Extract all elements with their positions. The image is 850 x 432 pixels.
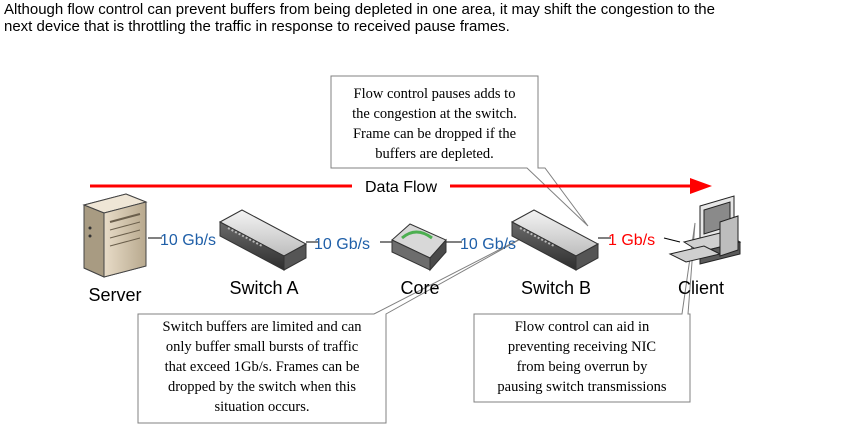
switch-a-icon [218,209,308,271]
core-router-icon [391,223,447,272]
client-label: Client [678,278,724,298]
link-switch-a-core: 10 Gb/s [306,236,394,253]
link-speed-label: 1 Gb/s [608,232,655,249]
callout-bottom-left-line: dropped by the switch when this [167,379,357,395]
link-speed-label: 10 Gb/s [460,236,516,253]
callout-top-line: buffers are depleted. [375,146,494,162]
server-icon [82,193,148,278]
callout-top-line: Frame can be dropped if the [352,126,517,142]
callout-bottom-left-line: Switch buffers are limited and can [162,319,362,335]
server-label: Server [88,285,141,305]
callout-bottom-right [473,222,696,403]
callout-bottom-left-line: situation occurs. [214,399,310,415]
callout-bottom-right-line: preventing receiving NIC [507,339,657,355]
switch-b-icon [510,209,600,271]
link-speed-label: 10 Gb/s [314,236,370,253]
callout-bottom-left [137,235,527,424]
intro-line-2: next device that is throttling the traff… [4,18,510,35]
data-flow-label: Data Flow [365,179,437,196]
callout-bottom-left-line: only buffer small bursts of traffic [165,339,359,355]
client-computer-icon [668,195,742,265]
link-switch-b-client: 1 Gb/s [598,232,681,249]
core-label: Core [400,278,439,298]
callout-bottom-left-line: that exceed 1Gb/s. Frames can be [164,359,360,375]
link-speed-label: 10 Gb/s [160,232,216,249]
link-server-switch-a: 10 Gb/s [148,232,216,249]
callout-bottom-right-line: Flow control can aid in [514,319,650,335]
callout-top-line: the congestion at the switch. [352,106,517,122]
switch-b-label: Switch B [521,278,591,298]
callout-bottom-right-line: pausing switch transmissions [497,379,667,395]
callout-top-line: Flow control pauses adds to [353,86,516,102]
callout-top-text: Flow control pauses adds to the congesti… [333,84,536,164]
callout-bottom-right-line: from being overrun by [516,359,648,375]
callout-bottom-left-text: Switch buffers are limited and can only … [140,317,384,417]
callout-bottom-right-text: Flow control can aid in preventing recei… [476,317,688,397]
intro-line-1: Although flow control can prevent buffer… [4,1,715,18]
intro-text: Although flow control can prevent buffer… [4,1,844,35]
switch-a-label: Switch A [229,278,298,298]
callout-top [330,75,589,227]
data-flow-arrow: Data Flow [90,178,712,196]
